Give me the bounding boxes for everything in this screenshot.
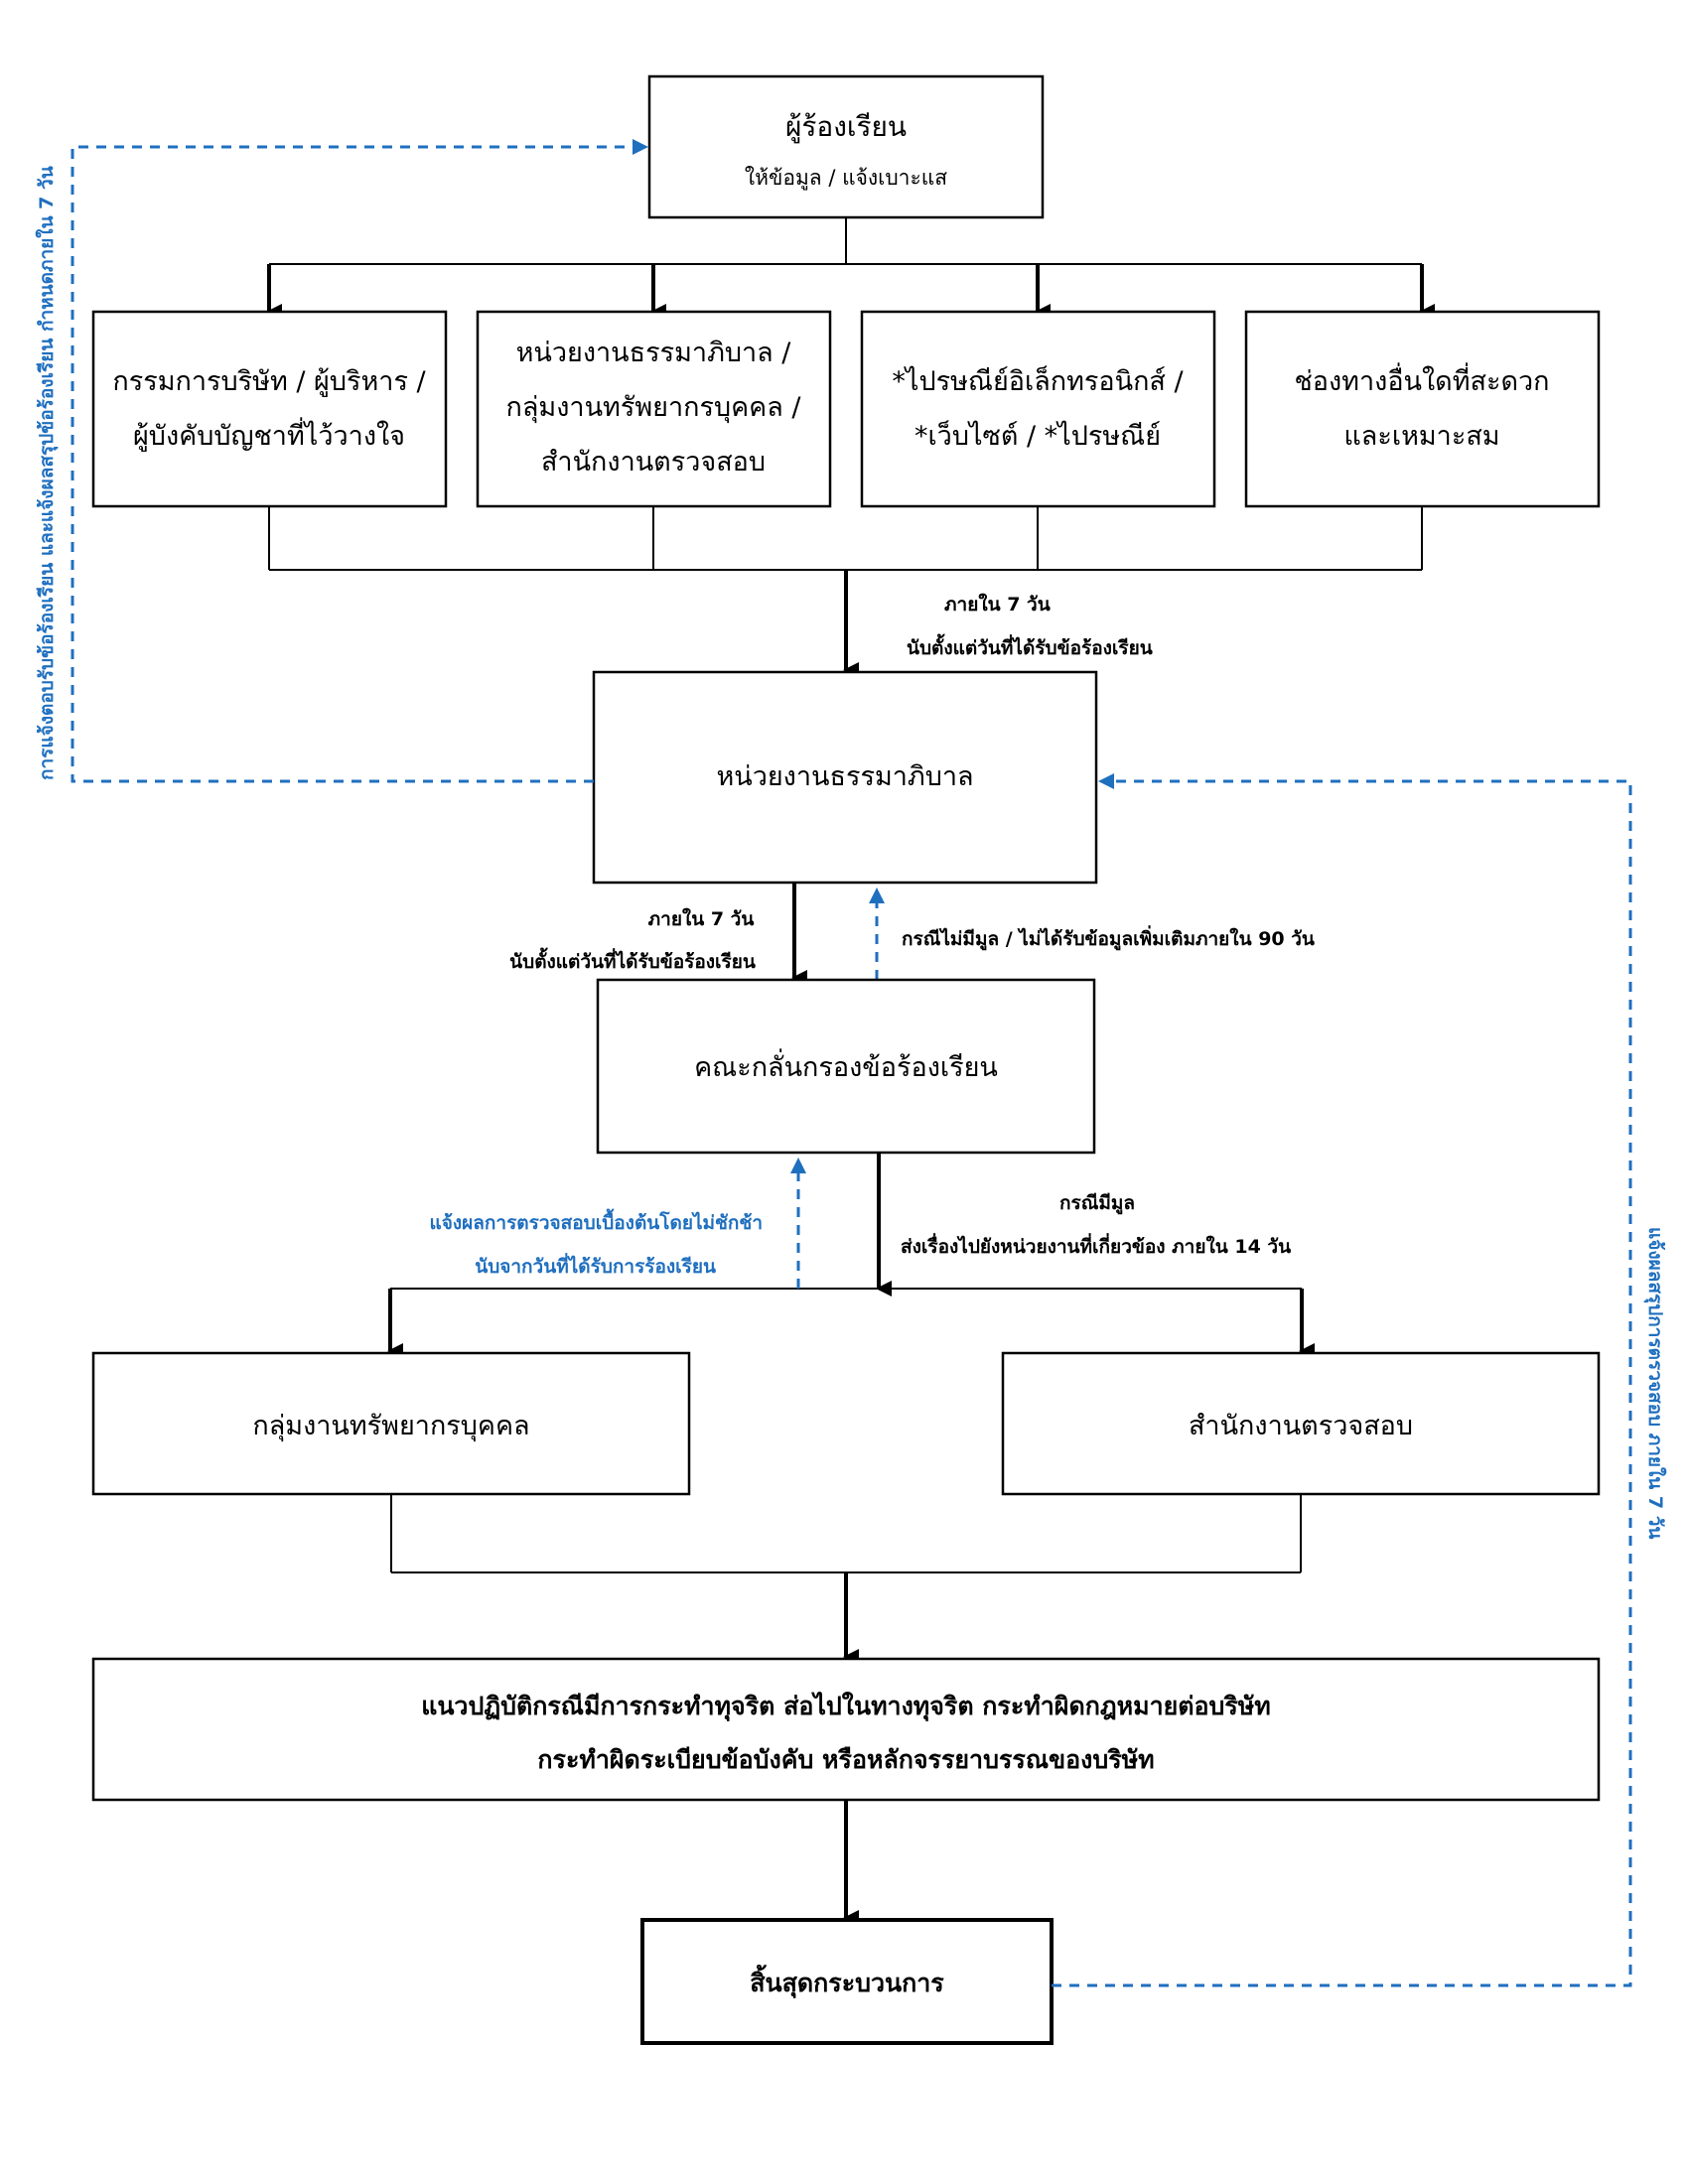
governance-label: หน่วยงานธรรมาภิบาล [716,761,973,792]
screening-to-departments-connector [387,1153,1315,1359]
within-7-days-label-1: ภายใน 7 วัน [944,593,1051,615]
has-merit-desc: ส่งเรื่องไปยังหน่วยงานที่เกี่ยวข้อง ภายใ… [901,1233,1291,1258]
hr-label: กลุ่มงานทรัพยากรบุคคล [252,1411,529,1442]
channel-node-electronic: *ไปรษณีย์อิเล็กทรอนิกส์ / *เว็บไซต์ / *ไ… [860,310,1216,508]
channel-line: หน่วยงานธรรมาภิบาล / [516,338,792,368]
channel-node-executives: กรรมการบริษัท / ผู้บริหาร / ผู้บังคับบัญ… [91,310,448,508]
complainant-to-channels-connector [266,217,1435,320]
audit-result-feedback-loop [1052,773,1632,1987]
channel-line: *ไปรษณีย์อิเล็กทรอนิกส์ / [892,363,1184,397]
notify-label: แจ้งผลการตรวจสอบเบื้องต้นโดยไม่ชักช้า [429,1208,763,1234]
channel-node-other: ช่องทางอื่นใดที่สะดวก และเหมาะสม [1244,310,1601,508]
screening-node: คณะกลั่นกรองข้อร้องเรียน [596,978,1096,1155]
governance-node: หน่วยงานธรรมาภิบาล [592,670,1098,885]
complainant-subtitle: ให้ข้อมูล / แจ้งเบาะแส [745,166,947,191]
complainant-node: ผู้ร้องเรียน ให้ข้อมูล / แจ้งเบาะแส [647,74,1045,219]
channel-line: กลุ่มงานทรัพยากรบุคคล / [506,392,802,424]
end-node: สิ้นสุดกระบวนการ [640,1918,1054,2045]
notify-desc: นับจากวันที่ได้รับการร้องเรียน [475,1253,716,1278]
screening-label: คณะกลั่นกรองข้อร้องเรียน [694,1048,998,1083]
guideline-line-1: แนวปฏิบัติกรณีมีการกระทำทุจริต ส่อไปในทา… [421,1691,1271,1722]
audit-label: สำนักงานตรวจสอบ [1189,1411,1413,1441]
channel-line: ช่องทางอื่นใดที่สะดวก [1294,362,1549,397]
guideline-node: แนวปฏิบัติกรณีมีการกระทำทุจริต ส่อไปในทา… [91,1657,1601,1802]
right-vertical-label: แจ้งผลสรุปการตรวจสอบ ภายใน 7 วัน [1643,1227,1667,1539]
audit-node: สำนักงานตรวจสอบ [1001,1351,1601,1496]
guideline-line-2: กระทำผิดระเบียบข้อบังคับ หรือหลักจรรยาบร… [537,1745,1154,1774]
end-label: สิ้นสุดกระบวนการ [750,1964,944,1999]
hr-node: กลุ่มงานทรัพยากรบุคคล [91,1351,691,1496]
channel-line: และเหมาะสม [1343,421,1499,452]
within-7-days-desc-1: นับตั้งแต่วันที่ได้รับข้อร้องเรียน [907,633,1153,659]
no-merit-label: กรณีไม่มีมูล / ไม่ได้รับข้อมูลเพิ่มเติมภ… [902,925,1315,951]
within-7-days-label-2: ภายใน 7 วัน [648,907,755,930]
channel-node-units: หน่วยงานธรรมาภิบาล / กลุ่มงานทรัพยากรบุค… [476,310,832,508]
has-merit-label: กรณีมีมูล [1059,1192,1135,1215]
channels-merge-connector [268,506,1423,678]
departments-to-guideline-connector [390,1494,1302,1665]
complainant-title: ผู้ร้องเรียน [785,110,907,144]
channel-line: ผู้บังคับบัญชาที่ไว้วางใจ [133,417,405,452]
within-7-days-desc-2: นับตั้งแต่วันที่ได้รับข้อร้องเรียน [509,947,756,973]
left-vertical-label: การแจ้งตอบรับข้อร้องเรียน และแจ้งผลสรุปข… [35,166,59,780]
channel-line: สำนักงานตรวจสอบ [541,447,766,478]
channel-line: กรรมการบริษัท / ผู้บริหาร / [112,366,426,397]
channel-line: *เว็บไซต์ / *ไปรษณีย์ [914,418,1161,452]
